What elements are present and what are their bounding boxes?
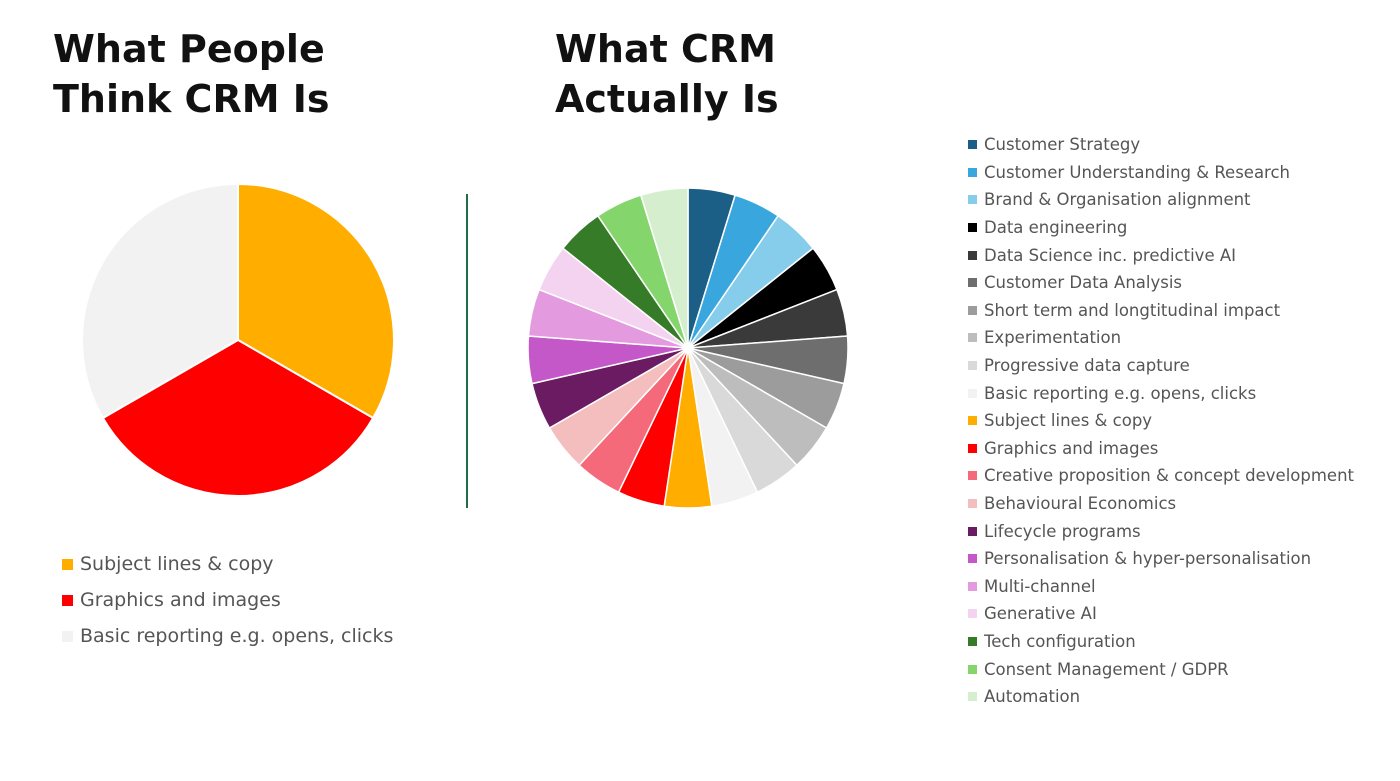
legend-item: Tech configuration [968,628,1354,656]
legend-swatch [968,636,977,646]
legend-swatch [968,499,977,509]
legend-swatch [62,594,73,606]
legend-label: Generative AI [984,604,1097,624]
legend-swatch [968,581,977,591]
legend-swatch [968,443,977,453]
legend-label: Experimentation [984,328,1122,348]
legend-item: Data engineering [968,214,1354,242]
legend-label: Customer Understanding & Research [984,162,1290,182]
legend-item: Automation [968,683,1354,711]
legend-swatch [968,471,977,481]
left-pie-chart [81,183,395,497]
legend-swatch [968,416,977,426]
legend-item: Graphics and images [62,582,393,618]
left-chart-legend: Subject lines & copy Graphics and images… [62,546,393,654]
legend-label: Progressive data capture [984,356,1190,376]
legend-swatch [62,630,73,642]
legend-label: Basic reporting e.g. opens, clicks [984,383,1257,403]
pie-slice-3 [81,183,239,419]
right-title-line-1: What CRM [555,27,776,71]
legend-item: Generative AI [968,600,1354,628]
left-chart-title: What People Think CRM Is [53,24,330,124]
legend-item: Graphics and images [968,435,1354,463]
legend-label: Multi-channel [984,576,1096,596]
legend-item: Basic reporting e.g. opens, clicks [62,618,393,654]
legend-swatch [968,388,977,398]
legend-swatch [968,195,977,205]
right-title-line-2: Actually Is [555,77,779,121]
legend-swatch [968,361,977,371]
legend-label: Customer Data Analysis [984,273,1183,293]
legend-label: Graphics and images [984,438,1159,458]
legend-swatch [968,167,977,177]
legend-swatch [968,692,977,702]
legend-item: Consent Management / GDPR [968,655,1354,683]
right-pie-chart [527,187,849,509]
legend-swatch [968,554,977,564]
legend-item: Lifecycle programs [968,517,1354,545]
legend-label: Short term and longtitudinal impact [984,300,1281,320]
legend-item: Experimentation [968,324,1354,352]
legend-item: Customer Strategy [968,131,1354,159]
left-title-line-1: What People [53,27,325,71]
right-chart-title: What CRM Actually Is [555,24,779,124]
legend-label: Data Science inc. predictive AI [984,245,1236,265]
legend-item: Progressive data capture [968,352,1354,380]
legend-label: Data engineering [984,218,1128,238]
legend-swatch [968,250,977,260]
legend-item: Short term and longtitudinal impact [968,297,1354,325]
legend-item: Personalisation & hyper-personalisation [968,545,1354,573]
legend-swatch [968,305,977,315]
legend-item: Multi-channel [968,573,1354,601]
right-chart-legend: Customer Strategy Customer Understanding… [968,131,1354,710]
legend-item: Customer Understanding & Research [968,159,1354,187]
legend-swatch [968,526,977,536]
legend-label: Brand & Organisation alignment [984,190,1251,210]
legend-label: Subject lines & copy [80,553,274,575]
left-title-line-2: Think CRM Is [53,77,330,121]
legend-swatch [968,664,977,674]
legend-label: Basic reporting e.g. opens, clicks [80,625,394,647]
legend-label: Graphics and images [80,589,281,611]
legend-label: Tech configuration [984,631,1136,651]
chart-divider [466,194,468,508]
legend-label: Lifecycle programs [984,521,1141,541]
legend-swatch [62,558,73,570]
legend-item: Brand & Organisation alignment [968,186,1354,214]
legend-item: Subject lines & copy [968,407,1354,435]
legend-item: Basic reporting e.g. opens, clicks [968,379,1354,407]
legend-item: Customer Data Analysis [968,269,1354,297]
legend-swatch [968,140,977,150]
legend-item: Data Science inc. predictive AI [968,241,1354,269]
legend-label: Creative proposition & concept developme… [984,466,1355,486]
pie-slice-21 [640,187,689,349]
legend-item: Subject lines & copy [62,546,393,582]
legend-label: Automation [984,687,1081,707]
legend-item: Creative proposition & concept developme… [968,462,1354,490]
legend-label: Behavioural Economics [984,494,1177,514]
legend-swatch [968,609,977,619]
legend-swatch [968,333,977,343]
legend-item: Behavioural Economics [968,490,1354,518]
legend-swatch [968,278,977,288]
legend-label: Consent Management / GDPR [984,659,1229,679]
legend-swatch [968,223,977,233]
legend-label: Personalisation & hyper-personalisation [984,549,1312,569]
legend-label: Customer Strategy [984,135,1141,155]
pie-slice-1 [237,183,395,419]
legend-label: Subject lines & copy [984,411,1153,431]
